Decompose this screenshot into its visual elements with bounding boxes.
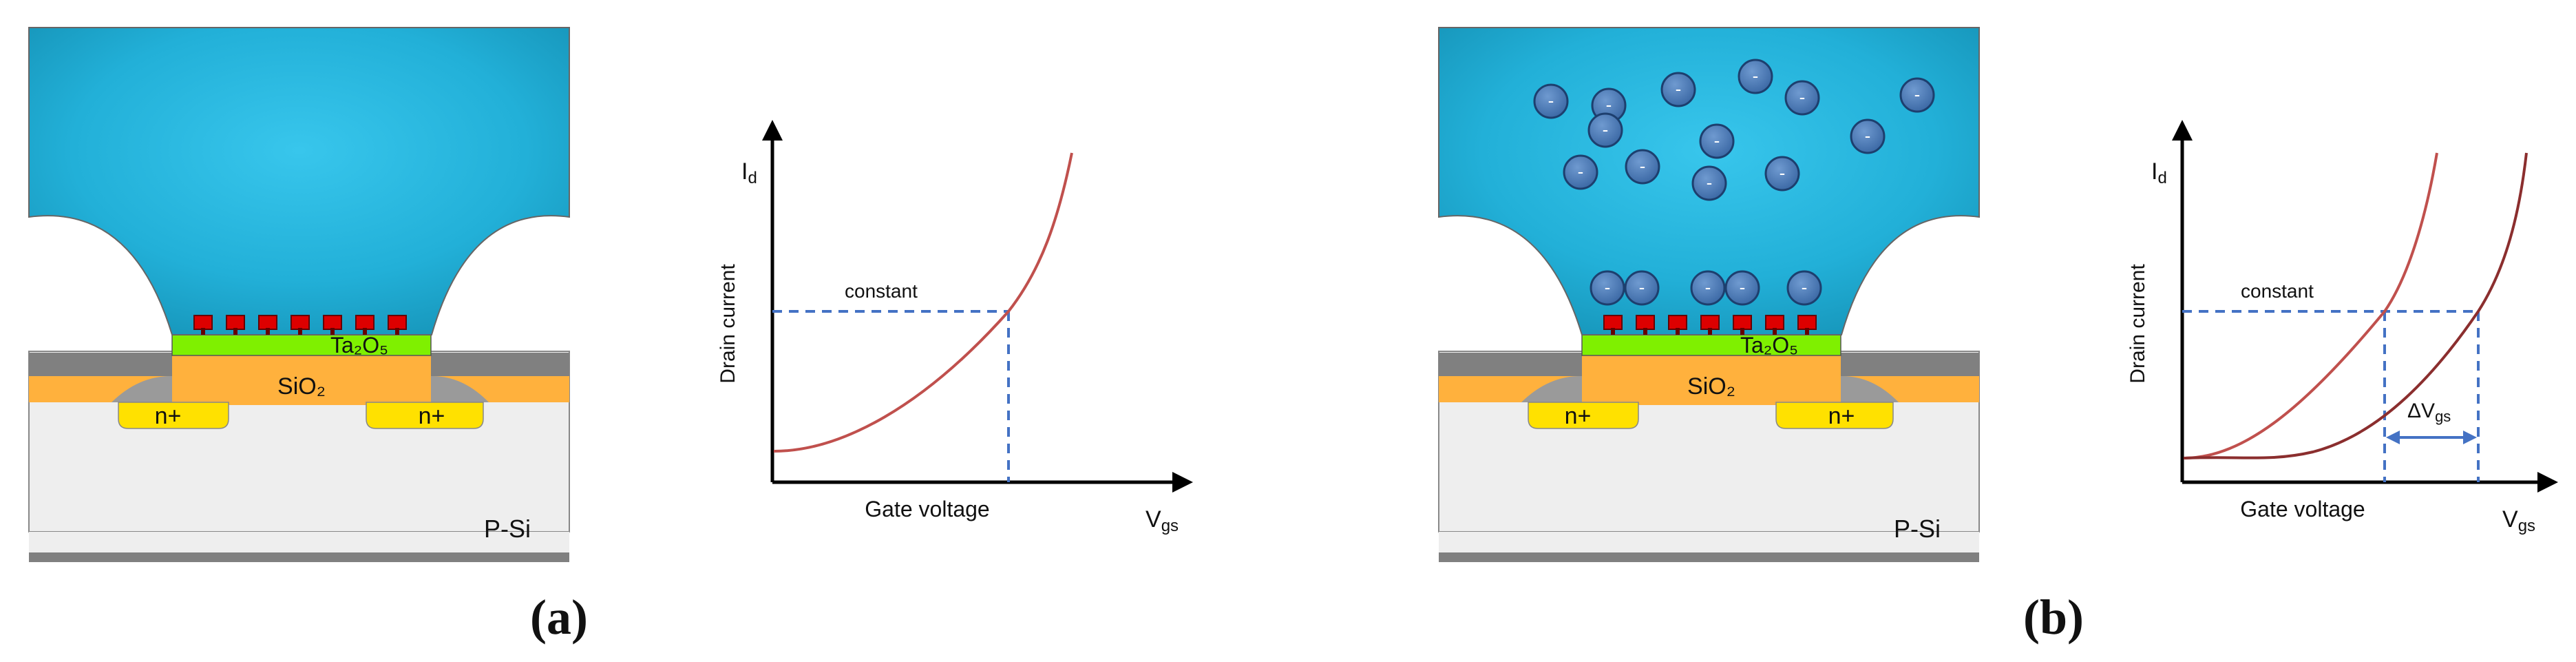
x-axis-symbol: Vgs [2502, 506, 2535, 535]
ion-charge-label: - [1603, 119, 1609, 140]
ta2o5-layer [171, 334, 432, 356]
ion-charge-label: - [1865, 125, 1871, 146]
transfer-curve-initial [2183, 152, 2438, 459]
ion-charge-label: - [1705, 277, 1711, 298]
sio2-label: SiO₂ [277, 373, 326, 400]
ion-charge-label: - [1548, 90, 1554, 111]
drain-well [1775, 402, 1894, 429]
ion-circle [1624, 270, 1660, 306]
ion-circle [1590, 270, 1625, 306]
ion-group: ------------------ [1533, 59, 1935, 306]
substrate-label: P-Si [484, 515, 531, 543]
ion-charge-label: - [1578, 161, 1584, 182]
caption-a: (a) [530, 590, 588, 645]
trench-left [1521, 375, 1582, 402]
x-axis-title: Gate voltage [865, 497, 989, 521]
ion-charge-label: - [1639, 277, 1645, 298]
device-a: SiO₂ n+ n+ Ta₂O₅ P-Si [28, 27, 570, 562]
electrolyte [28, 27, 570, 335]
ion-charge-label: - [1802, 277, 1808, 298]
receptor-group [193, 315, 407, 335]
ion-circle [1764, 156, 1800, 192]
ion-circle [1850, 118, 1886, 154]
source-well [1528, 402, 1639, 429]
source-label: n+ [1565, 403, 1592, 429]
ion-circle [1625, 149, 1660, 185]
ion-circle [1660, 72, 1696, 107]
transfer-curve-shifted [2183, 152, 2528, 459]
ion-charge-label: - [1605, 277, 1611, 298]
ion-charge-label: - [1780, 163, 1786, 183]
ion-charge-label: - [1753, 65, 1759, 86]
ion-circle [1899, 77, 1935, 113]
reference-label: constant [845, 280, 918, 302]
trench-right [431, 375, 489, 402]
ion-charge-label: - [1676, 79, 1682, 99]
panel-a: SiO₂ n+ n+ Ta₂O₅ P-Si [28, 27, 1193, 645]
ion-charge-label: - [1799, 87, 1806, 107]
ion-circle [1786, 270, 1822, 306]
ion-circle [1587, 112, 1623, 148]
y-axis-title: Drain current [717, 264, 739, 384]
transfer-curve [773, 152, 1073, 453]
ion-circle [1699, 123, 1735, 159]
receptor-group [1603, 315, 1817, 335]
graph-b: Id Drain current Vgs Gate voltage consta… [2126, 120, 2558, 535]
y-axis-title: Drain current [2126, 264, 2149, 384]
shift-label: ΔVgs [2407, 400, 2451, 425]
ta2o5-layer [1581, 334, 1841, 356]
ion-circle [1724, 270, 1760, 306]
source-label: n+ [155, 403, 182, 429]
ion-circle [1533, 83, 1569, 119]
drain-label: n+ [1828, 403, 1855, 429]
graph-a: Id Drain current Vgs Gate voltage consta… [717, 120, 1193, 535]
substrate-bottom-contact [29, 552, 569, 562]
ion-circle [1738, 59, 1773, 94]
ion-circle [1691, 165, 1727, 201]
sio2-label: SiO₂ [1687, 373, 1735, 400]
ta2o5-label: Ta₂O₅ [330, 333, 388, 358]
ion-charge-label: - [1606, 94, 1612, 115]
x-axis-title: Gate voltage [2240, 497, 2365, 521]
substrate-bottom-contact [1439, 552, 1979, 562]
trench-left [112, 375, 172, 402]
ion-charge-label: - [1640, 156, 1646, 176]
panel-b: SiO₂ n+ n+ Ta₂O₅ ------------------ P-Si [1438, 27, 2558, 645]
ion-charge-label: - [1740, 277, 1746, 298]
reference-label: constant [2241, 280, 2314, 302]
ion-circle [1563, 154, 1598, 190]
ion-charge-label: - [1714, 130, 1720, 151]
y-axis-symbol: Id [741, 158, 757, 187]
drain-well [366, 402, 484, 429]
source-well [118, 402, 229, 429]
ion-charge-label: - [1914, 84, 1921, 105]
x-axis-symbol: Vgs [1146, 506, 1179, 535]
substrate-label: P-Si [1894, 515, 1941, 543]
ion-circle [1784, 80, 1820, 116]
y-axis-symbol: Id [2151, 158, 2167, 187]
ion-charge-label: - [1707, 172, 1713, 193]
trench-right [1841, 375, 1899, 402]
device-b: SiO₂ n+ n+ Ta₂O₅ ------------------ P-Si [1438, 27, 1980, 562]
ta2o5-label: Ta₂O₅ [1740, 333, 1798, 358]
ion-circle [1690, 270, 1726, 306]
drain-label: n+ [419, 403, 445, 429]
caption-b: (b) [2023, 590, 2084, 645]
